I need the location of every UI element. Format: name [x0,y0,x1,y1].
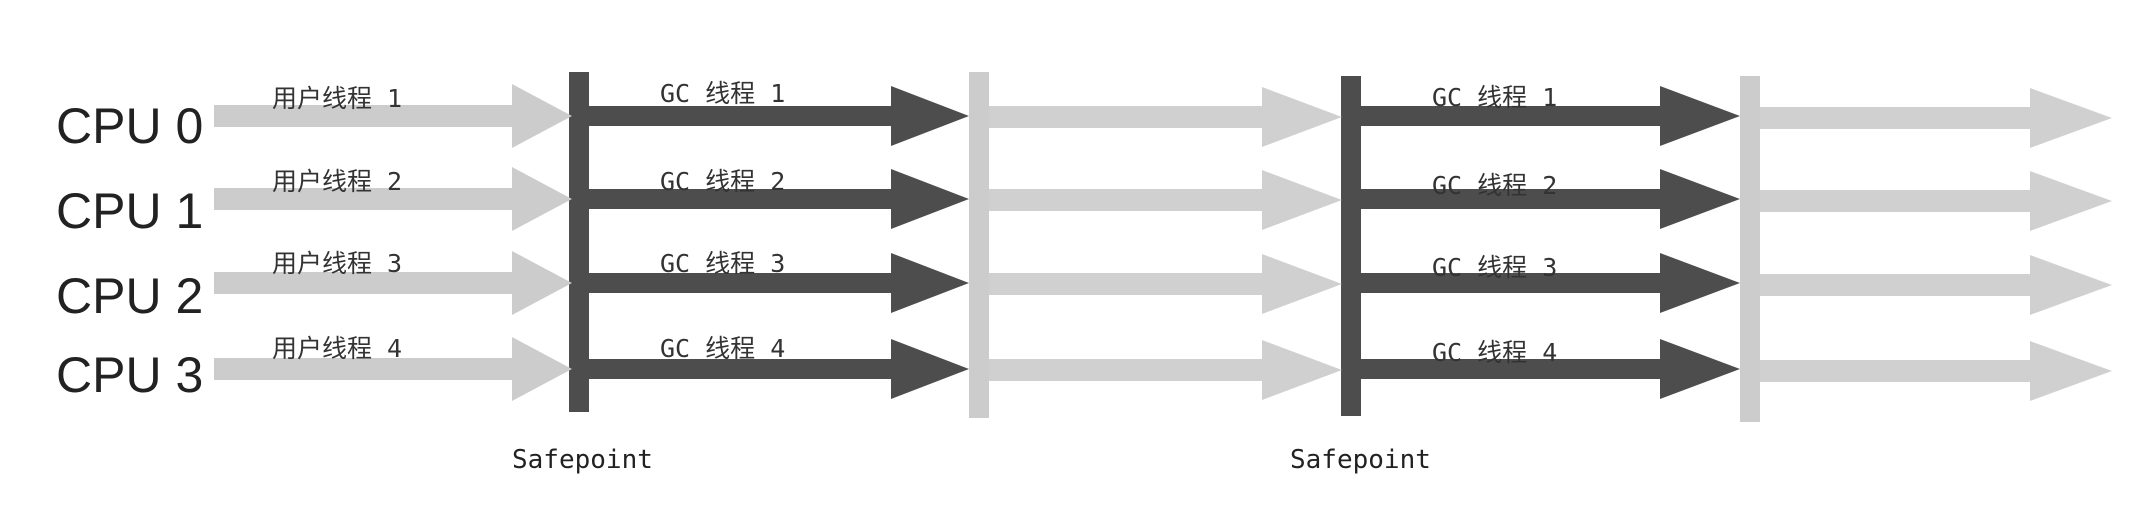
user-thread-arrow-4 [214,337,572,401]
cpu-label-0: CPU 0 [56,98,203,154]
gc-thread-label-a4: GC 线程 4 [660,334,785,363]
user-thread-label-4: 用户线程 4 [272,334,402,363]
resume-bar-1 [969,72,989,418]
gc-thread-arrow-b4 [1361,339,1740,399]
gc-thread-label-a1: GC 线程 1 [660,79,785,108]
gc-thread-arrow-b2 [1361,169,1740,229]
idle-arrow-a4 [989,340,1342,400]
gc-thread-arrow-a3 [589,253,969,313]
gc-thread-arrow-a4 [589,339,969,399]
idle-arrow-a1 [989,87,1342,147]
idle-arrow-b4 [1760,341,2112,401]
gc-thread-label-a3: GC 线程 3 [660,249,785,278]
gc-thread-arrow-b1 [1361,86,1740,146]
gc-thread-arrow-b3 [1361,253,1740,313]
safepoint-label-2: Safepoint [1290,445,1431,475]
user-thread-label-2: 用户线程 2 [272,167,402,196]
idle-arrow-a2 [989,170,1342,230]
resume-bar-2 [1740,76,1760,422]
bars-layer [569,72,1760,422]
idle-arrow-b1 [1760,88,2112,148]
cpu-label-2: CPU 2 [56,268,203,324]
cpu-label-1: CPU 1 [56,183,203,239]
user-thread-arrow-2 [214,167,572,231]
gc-thread-arrow-a1 [589,86,969,146]
cpu-label-3: CPU 3 [56,347,203,403]
safepoint-bar-1 [569,72,589,412]
safepoint-label-1: Safepoint [512,445,653,475]
gc-thread-label-b4: GC 线程 4 [1432,338,1557,367]
user-thread-arrow-3 [214,251,572,315]
gc-thread-label-b1: GC 线程 1 [1432,83,1557,112]
gc-thread-label-b3: GC 线程 3 [1432,253,1557,282]
idle-arrow-b3 [1760,255,2112,315]
user-thread-arrow-1 [214,84,572,148]
idle-arrow-a3 [989,254,1342,314]
gc-thread-label-a2: GC 线程 2 [660,167,785,196]
gc-thread-arrow-a2 [589,169,969,229]
user-thread-label-1: 用户线程 1 [272,84,402,113]
gc-thread-label-b2: GC 线程 2 [1432,171,1557,200]
user-thread-label-3: 用户线程 3 [272,249,402,278]
arrows-layer [214,84,2112,401]
safepoint-bar-2 [1341,76,1361,416]
idle-arrow-b2 [1760,171,2112,231]
